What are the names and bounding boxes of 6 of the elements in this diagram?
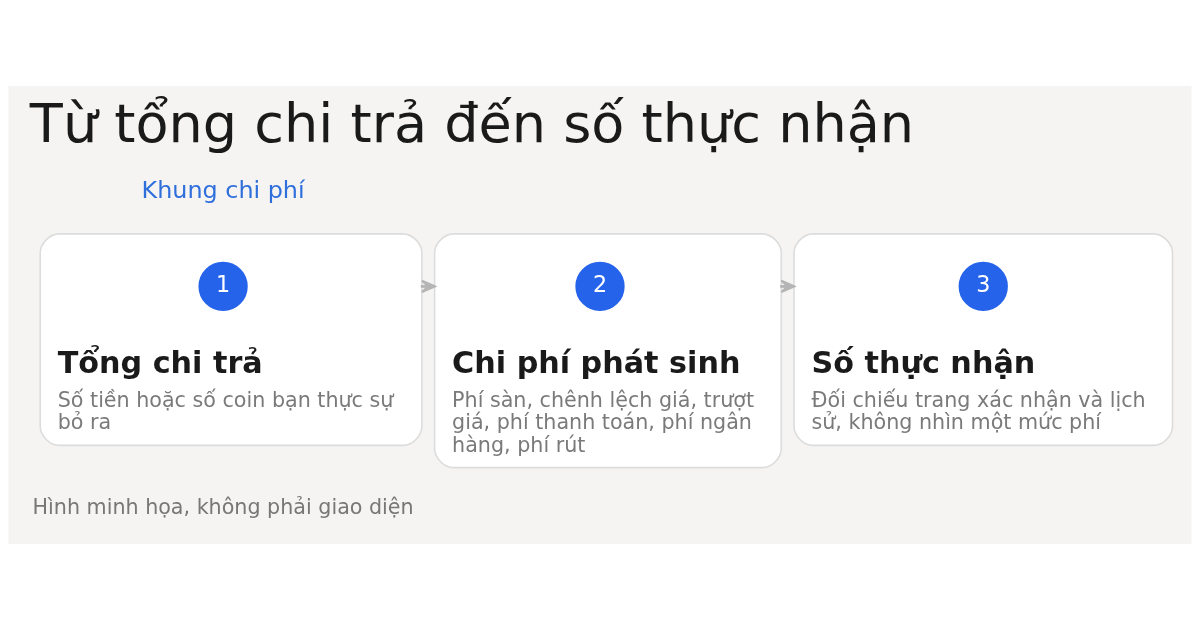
diagram-title: Từ tổng chi trả đến số thực nhận: [29, 91, 915, 155]
node-circle: 3: [958, 261, 1008, 312]
node-circle: 1: [198, 261, 248, 312]
node-circle: 2: [575, 261, 625, 312]
label: Hình minh họa, không phải giao diện: [32, 495, 414, 520]
label: Khung chi phí: [141, 176, 305, 205]
